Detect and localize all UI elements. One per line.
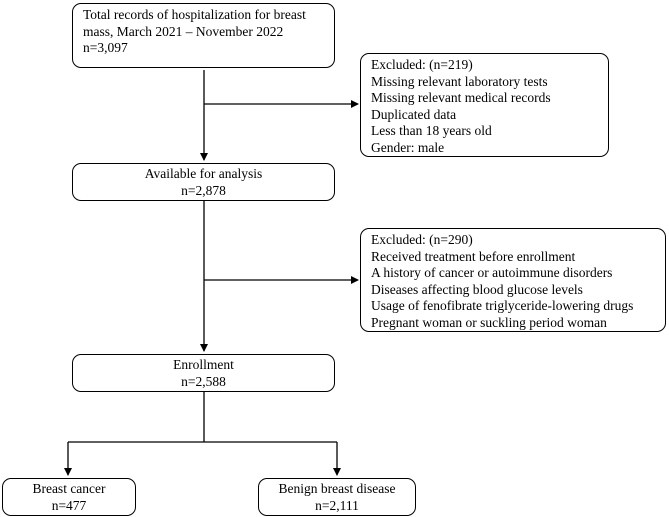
excluded-2-reason: Pregnant woman or suckling period woman [371,314,607,330]
benign-disease-label: Benign breast disease [278,481,396,496]
total-records-count: n=3,097 [83,40,128,55]
breast-cancer-box: Breast cancer n=477 [2,478,136,516]
excluded-1-reason: Duplicated data [371,106,457,122]
excluded-1-title: Excluded: (n=219) [371,57,473,72]
available-box: Available for analysis n=2,878 [72,163,335,201]
excluded-2-reason: Usage of fenofibrate triglyceride-loweri… [371,298,634,313]
excluded-box-1: Excluded: (n=219) Missing relevant labor… [360,53,609,157]
benign-disease-box: Benign breast disease n=2,111 [258,478,416,516]
benign-disease-count: n=2,111 [315,497,359,513]
excluded-1-reason: Less than 18 years old [371,123,492,138]
excluded-1-reason: Missing relevant medical records [371,90,551,105]
total-records-line-2: mass, March 2021 – November 2022 [83,23,284,39]
excluded-2-title: Excluded: (n=290) [371,232,473,247]
available-count: n=2,878 [181,182,226,198]
excluded-1-reason: Missing relevant laboratory tests [371,73,548,89]
breast-cancer-label: Breast cancer [32,481,106,496]
enrollment-label: Enrollment [173,357,234,372]
excluded-2-reason: A history of cancer or autoimmune disord… [371,265,613,280]
excluded-box-2: Excluded: (n=290) Received treatment bef… [360,228,666,332]
total-records-line-1: Total records of hospitalization for bre… [83,7,306,22]
enrollment-count: n=2,588 [181,373,226,389]
available-label: Available for analysis [144,166,263,181]
breast-cancer-count: n=477 [51,497,87,513]
excluded-2-reason: Received treatment before enrollment [371,248,576,264]
excluded-2-reason: Diseases affecting blood glucose levels [371,281,583,297]
enrollment-box: Enrollment n=2,588 [72,354,335,392]
excluded-1-reason: Gender: male [371,139,445,155]
total-records-box: Total records of hospitalization for bre… [72,3,335,68]
